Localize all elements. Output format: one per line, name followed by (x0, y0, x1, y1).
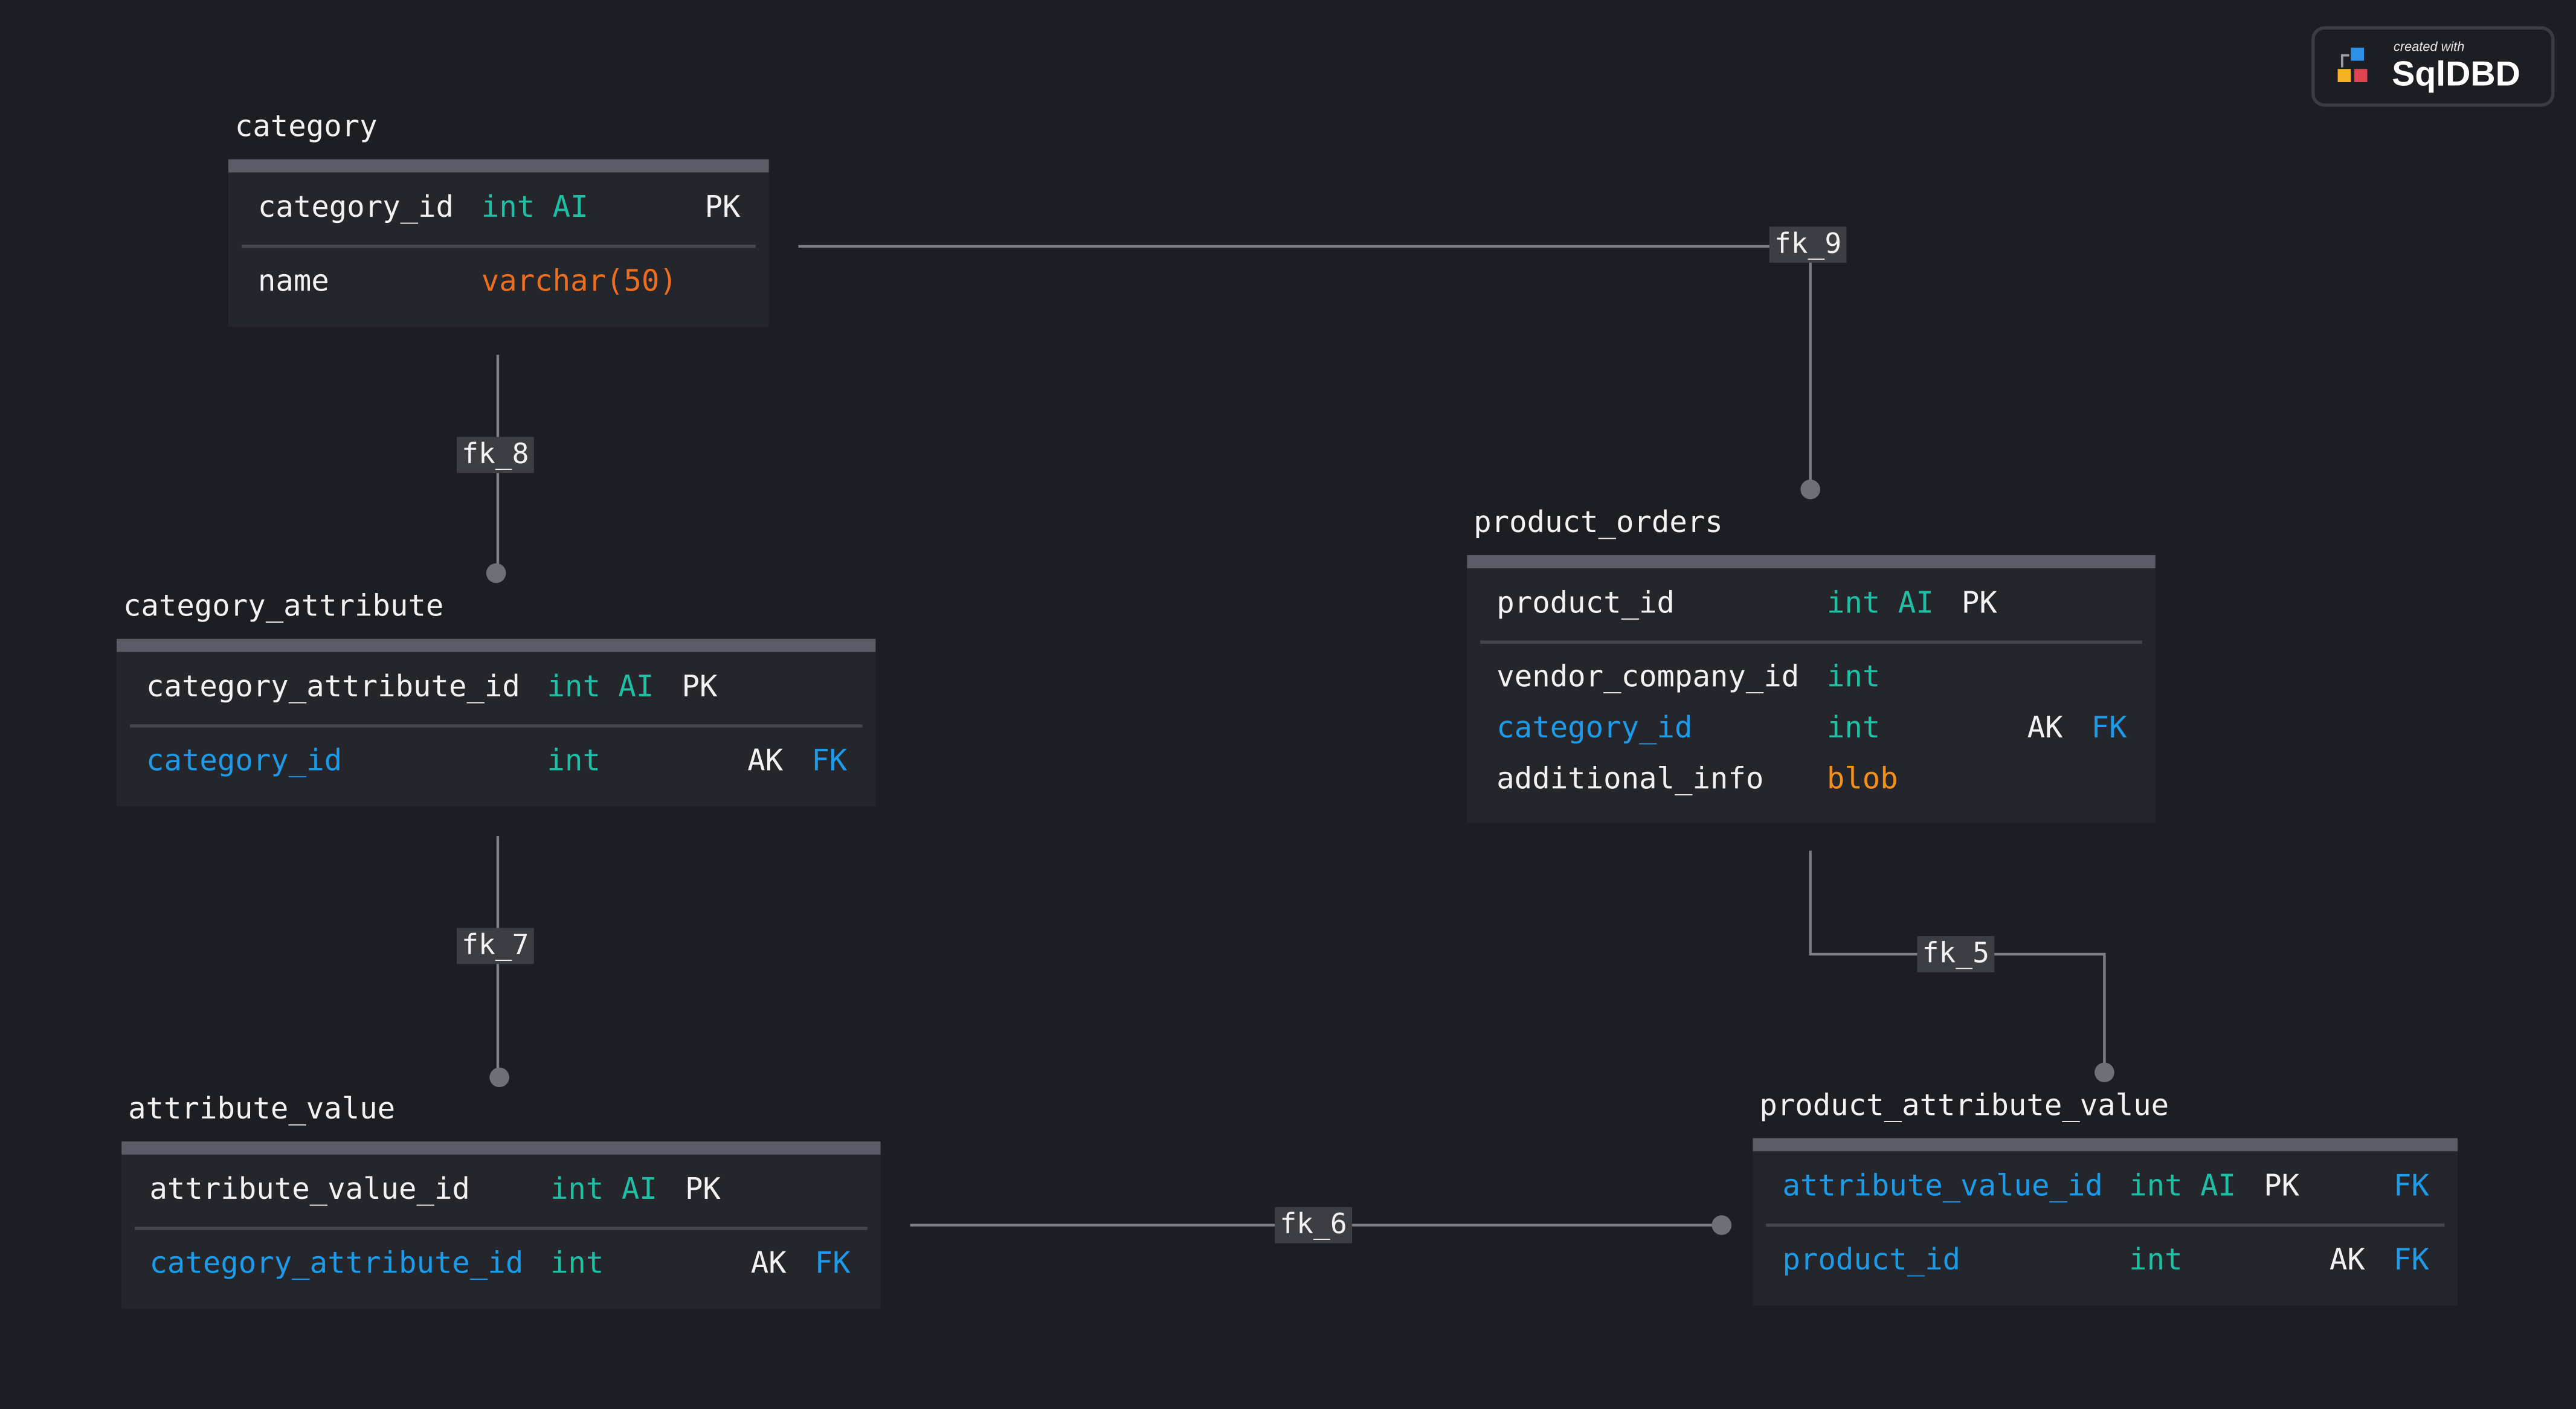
fk-flag: FK (2394, 1243, 2429, 1278)
column-type: int (2129, 1243, 2183, 1278)
column-type: int AI (1826, 586, 1934, 621)
ak-flag: AK (2329, 1243, 2365, 1278)
table-title: category (234, 110, 378, 145)
column-type: int AI (481, 190, 588, 225)
table-body: product_id int AI PK vendor_company_id i… (1467, 555, 2156, 823)
column-type: int (1826, 660, 1881, 695)
fk-7-label[interactable]: fk_7 (456, 928, 534, 964)
fk-5-label[interactable]: fk_5 (1917, 936, 1995, 972)
column-name: vendor_company_id (1496, 660, 1800, 695)
column-name: product_id (1782, 1243, 1961, 1278)
fk-7-endpoint (489, 1067, 509, 1088)
pk-row[interactable]: category_id int AI PK (241, 173, 756, 248)
column-type: int AI (2129, 1169, 2236, 1204)
column-type: int (547, 743, 601, 778)
column-row[interactable]: additional_info blob (1467, 756, 2155, 806)
column-row[interactable]: product_id int AK FK (1753, 1237, 2458, 1288)
table-body: category_attribute_id int AI PK category… (117, 638, 876, 807)
badge-caption: created with (2394, 39, 2465, 54)
column-name: product_id (1496, 586, 1675, 621)
fk-9-label[interactable]: fk_9 (1769, 226, 1847, 263)
fk-9-line (798, 245, 1812, 490)
table-product-orders[interactable]: product_orders product_id int AI PK vend… (1467, 506, 2156, 823)
fk-8-label[interactable]: fk_8 (456, 437, 534, 473)
column-row[interactable]: category_id int AK FK (117, 737, 875, 788)
table-category[interactable]: category category_id int AI PK name varc… (228, 110, 769, 327)
table-title: product_orders (1473, 506, 1723, 541)
column-name: category_id (257, 190, 454, 225)
pk-row[interactable]: category_attribute_id int AI PK (129, 652, 863, 728)
column-name: category_attribute_id (149, 1246, 524, 1282)
column-type: int (550, 1246, 604, 1282)
fk-flag: FK (2091, 711, 2127, 746)
table-body: attribute_value_id int AI PK FK product_… (1753, 1138, 2458, 1306)
fk-5-endpoint (2095, 1062, 2114, 1083)
column-row[interactable]: name varchar(50) (228, 258, 769, 309)
table-title: category_attribute (123, 589, 444, 624)
table-title: product_attribute_value (1759, 1088, 2169, 1124)
fk-6-label[interactable]: fk_6 (1275, 1207, 1352, 1244)
column-type: int AI (547, 670, 654, 705)
badge-brand: SqlDBD (2392, 56, 2520, 94)
ak-flag: AK (2027, 711, 2063, 746)
table-title: attribute_value (128, 1092, 396, 1127)
fk-9-endpoint (1800, 480, 1820, 499)
fk-flag: FK (2394, 1169, 2429, 1204)
column-name: name (257, 264, 329, 299)
pk-flag: PK (1961, 586, 1997, 621)
table-category-attribute[interactable]: category_attribute category_attribute_id… (117, 589, 876, 807)
pk-flag: PK (681, 670, 718, 705)
column-name: category_attribute_id (146, 670, 520, 705)
fk-flag: FK (814, 1246, 851, 1282)
ak-flag: AK (750, 1246, 787, 1282)
ak-flag: AK (747, 743, 784, 778)
column-type: int AI (550, 1172, 657, 1207)
pk-flag: PK (684, 1172, 721, 1207)
column-name: attribute_value_id (149, 1172, 470, 1207)
column-name: attribute_value_id (1782, 1169, 2103, 1204)
column-type: varchar(50) (481, 264, 677, 299)
fk-6-endpoint (1711, 1215, 1732, 1235)
table-body: attribute_value_id int AI PK category_at… (121, 1141, 881, 1309)
column-row[interactable]: category_attribute_id int AK FK (121, 1240, 880, 1291)
sqldbd-badge[interactable]: created with SqlDBD (2311, 26, 2555, 107)
column-type: blob (1826, 762, 1898, 797)
table-body: category_id int AI PK name varchar(50) (228, 159, 769, 327)
pk-flag: PK (2264, 1169, 2300, 1204)
pk-row[interactable]: attribute_value_id int AI PK FK (1766, 1151, 2445, 1227)
column-name: category_id (1496, 711, 1693, 746)
pk-flag: PK (704, 190, 741, 225)
column-name: category_id (146, 743, 343, 778)
pk-row[interactable]: attribute_value_id int AI PK (134, 1155, 868, 1230)
column-row[interactable]: vendor_company_id int (1467, 653, 2155, 704)
fk-8-endpoint (486, 563, 506, 583)
sqldbd-logo-icon (2337, 47, 2368, 82)
table-attribute-value[interactable]: attribute_value attribute_value_id int A… (121, 1092, 881, 1309)
pk-row[interactable]: product_id int AI PK (1480, 568, 2142, 644)
column-row[interactable]: category_id int AK FK (1467, 705, 2155, 756)
fk-flag: FK (811, 743, 848, 778)
column-type: int (1826, 711, 1881, 746)
column-name: additional_info (1496, 762, 1764, 797)
table-product-attribute-value[interactable]: product_attribute_value attribute_value_… (1753, 1089, 2458, 1306)
